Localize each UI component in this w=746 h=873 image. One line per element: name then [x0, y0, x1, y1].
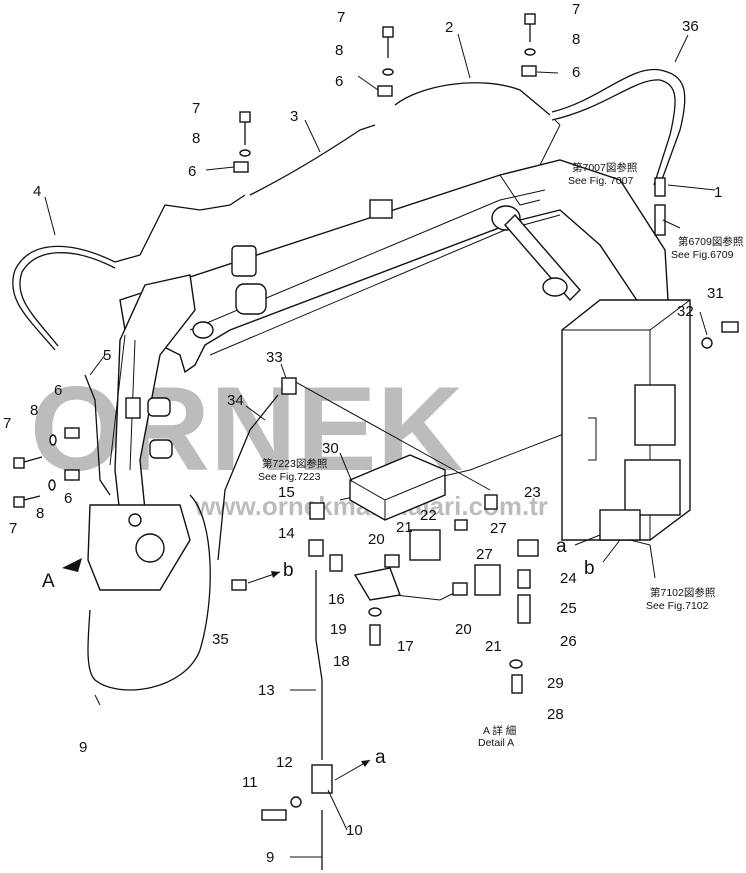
- label-13: 13: [258, 682, 275, 699]
- label-29: 29: [547, 675, 564, 692]
- fig-ref-6709-en: See Fig.6709: [671, 249, 734, 261]
- label-8: 8: [572, 31, 580, 48]
- hoses: [12, 68, 686, 870]
- valve-box: [561, 299, 691, 541]
- marker-a: a: [556, 536, 567, 557]
- fig-ref-7223-jp: 第7223図参照: [262, 457, 328, 470]
- label-26: 26: [560, 633, 577, 650]
- label-20: 20: [368, 531, 385, 548]
- label-8: 8: [30, 402, 38, 419]
- label-20: 20: [455, 621, 472, 638]
- label-21: 21: [396, 519, 413, 536]
- label-8: 8: [335, 42, 343, 59]
- label-2: 2: [445, 19, 453, 36]
- small-parts: [13, 13, 739, 821]
- label-11: 11: [242, 774, 258, 791]
- label-7: 7: [9, 520, 17, 537]
- label-7: 7: [572, 1, 580, 18]
- label-16: 16: [328, 591, 345, 608]
- label-27: 27: [476, 546, 493, 563]
- detail-a-arrow-icon: [62, 558, 82, 572]
- label-19: 19: [330, 621, 347, 638]
- label-8: 8: [36, 505, 44, 522]
- marker-b: b: [584, 558, 595, 579]
- label-21: 21: [485, 638, 502, 655]
- label-6: 6: [54, 382, 62, 399]
- label-7: 7: [192, 100, 200, 117]
- label-8: 8: [192, 130, 200, 147]
- label-25: 25: [560, 600, 577, 617]
- label-18: 18: [333, 653, 350, 670]
- detail-a-title-en: Detail A: [478, 737, 514, 749]
- arrows: [62, 119, 681, 781]
- detail-a-title-jp: A 詳 細: [483, 724, 516, 737]
- label-6: 6: [188, 163, 196, 180]
- label-34: 34: [227, 392, 244, 409]
- part-labels: 7 8 6 2 7 8 6 36 1 7 8 6 3 4 5 6 8 7 6 8…: [3, 1, 724, 866]
- label-32: 32: [677, 303, 694, 320]
- label-6: 6: [335, 73, 343, 90]
- fig-ref-7223-en: See Fig.7223: [258, 471, 321, 483]
- label-4: 4: [33, 183, 41, 200]
- label-9: 9: [79, 739, 87, 756]
- label-33: 33: [266, 349, 283, 366]
- label-7: 7: [337, 9, 345, 26]
- label-30: 30: [322, 440, 339, 457]
- label-14: 14: [278, 525, 295, 542]
- label-35: 35: [212, 631, 229, 648]
- label-6: 6: [64, 490, 72, 507]
- fig-ref-7102-en: See Fig.7102: [646, 600, 709, 612]
- label-6: 6: [572, 64, 580, 81]
- arm: [87, 274, 196, 591]
- label-10: 10: [346, 822, 363, 839]
- label-36: 36: [682, 18, 699, 35]
- label-5: 5: [103, 347, 111, 364]
- label-9: 9: [266, 849, 274, 866]
- label-1: 1: [714, 184, 722, 201]
- leader-lines: [44, 33, 716, 858]
- figure-references: 第7007図参照 See Fig. 7007 第6709図参照 See Fig.…: [258, 161, 744, 749]
- label-12: 12: [276, 754, 293, 771]
- fig-ref-7007-en: See Fig. 7007: [568, 175, 634, 187]
- controller-30: [349, 454, 446, 521]
- label-24: 24: [560, 570, 577, 587]
- label-27: 27: [490, 520, 507, 537]
- label-3: 3: [290, 108, 298, 125]
- label-15: 15: [278, 484, 295, 501]
- label-7: 7: [3, 415, 11, 432]
- label-22: 22: [420, 507, 437, 524]
- detail-a-marker: A: [42, 571, 55, 592]
- label-31: 31: [707, 285, 724, 302]
- label-17: 17: [397, 638, 414, 655]
- marker-b: b: [283, 560, 294, 581]
- fig-ref-6709-jp: 第6709図参照: [678, 235, 744, 248]
- boom: [119, 159, 669, 374]
- fig-ref-7007-jp: 第7007図参照: [572, 161, 638, 174]
- marker-a: a: [375, 747, 386, 768]
- fig-ref-7102-jp: 第7102図参照: [650, 586, 716, 599]
- label-28: 28: [547, 706, 564, 723]
- label-23: 23: [524, 484, 541, 501]
